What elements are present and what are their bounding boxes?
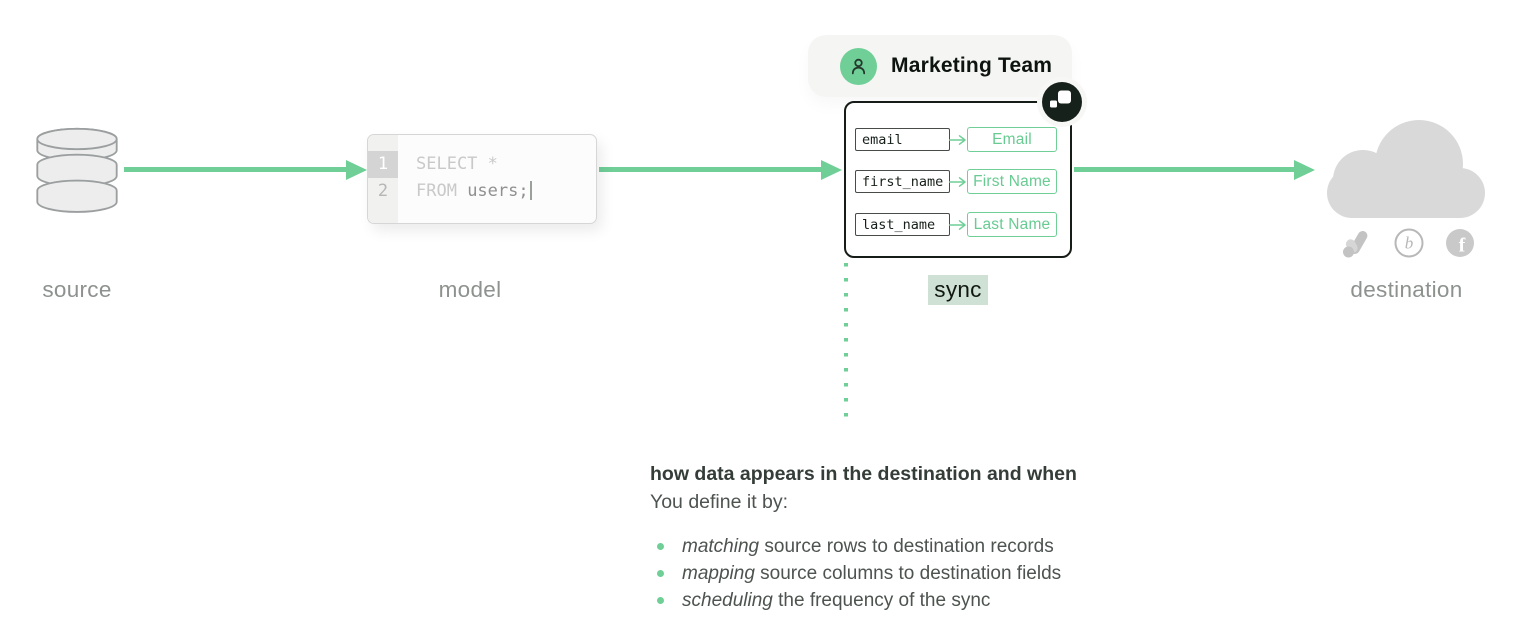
team-name-label: Marketing Team bbox=[891, 54, 1053, 77]
bullet-text: scheduling the frequency of the sync bbox=[682, 590, 991, 611]
bullet-text: matching source rows to destination reco… bbox=[682, 536, 1054, 557]
flow-arrow-source-to-model bbox=[124, 159, 367, 180]
notes-intro: You define it by: bbox=[650, 491, 789, 513]
notes-bullet-list: matching source rows to destination reco… bbox=[650, 533, 1250, 614]
team-badge: Marketing Team bbox=[808, 35, 1072, 97]
bullet-dot-icon bbox=[657, 597, 664, 604]
bullet-text: mapping source columns to destination fi… bbox=[682, 563, 1062, 584]
stage-label-destination: destination bbox=[1350, 277, 1463, 302]
bullet-dot-icon bbox=[657, 570, 664, 577]
notes-heading: how data appears in the destination and … bbox=[650, 463, 1077, 485]
facebook-icon: f bbox=[1446, 229, 1474, 257]
google-ads-icon bbox=[1343, 231, 1368, 258]
text-cursor-icon bbox=[529, 181, 532, 200]
mapping-arrow-icon bbox=[949, 219, 966, 230]
svg-text:f: f bbox=[1459, 235, 1466, 257]
line-number-1: 1 bbox=[368, 151, 398, 178]
source-field-box: first_name bbox=[855, 170, 950, 193]
bullet-dot-icon bbox=[657, 543, 664, 550]
destination-field-box: Email bbox=[967, 127, 1057, 152]
source-field-box: last_name bbox=[855, 213, 950, 236]
list-item: matching source rows to destination reco… bbox=[657, 533, 1250, 560]
avatar bbox=[840, 47, 877, 85]
mapping-row: last_name Last Name bbox=[855, 212, 1057, 237]
hightouch-logo-icon bbox=[1037, 77, 1087, 127]
line-number-2: 2 bbox=[377, 181, 389, 201]
mapping-row: email Email bbox=[855, 127, 1057, 152]
sync-dotted-connector bbox=[844, 263, 848, 428]
destination-field-box: First Name bbox=[967, 169, 1057, 194]
cloud-icon bbox=[1327, 120, 1485, 218]
sync-mapping-box: email Email first_name First Name last_n… bbox=[844, 101, 1072, 258]
stage-label-sync: sync bbox=[888, 275, 1028, 309]
sync-label-highlight: sync bbox=[928, 275, 988, 305]
stage-label-model: model bbox=[438, 277, 502, 302]
flow-arrow-sync-to-destination bbox=[1074, 159, 1315, 180]
model-code-box: 1 2 SELECT * FROM users; bbox=[367, 134, 597, 224]
mapping-arrow-icon bbox=[949, 134, 966, 145]
stage-label-source: source bbox=[42, 277, 112, 302]
sql-code-line-2: FROM users; bbox=[398, 178, 596, 205]
database-icon bbox=[36, 127, 118, 213]
person-icon bbox=[851, 58, 866, 74]
list-item: mapping source columns to destination fi… bbox=[657, 560, 1250, 587]
flow-arrow-model-to-sync bbox=[599, 159, 842, 180]
braze-icon: b bbox=[1394, 228, 1424, 258]
svg-text:b: b bbox=[1405, 234, 1414, 253]
mapping-row: first_name First Name bbox=[855, 169, 1057, 194]
mapping-arrow-icon bbox=[949, 176, 966, 187]
destination-field-box: Last Name bbox=[967, 212, 1057, 237]
list-item: scheduling the frequency of the sync bbox=[657, 587, 1250, 614]
sql-code: SELECT * FROM users; bbox=[398, 151, 596, 205]
notes-block: how data appears in the destination and … bbox=[650, 463, 1250, 614]
line-number-gutter: 1 2 bbox=[368, 135, 398, 223]
sql-code-line-1: SELECT * bbox=[416, 154, 498, 174]
source-field-box: email bbox=[855, 128, 950, 151]
